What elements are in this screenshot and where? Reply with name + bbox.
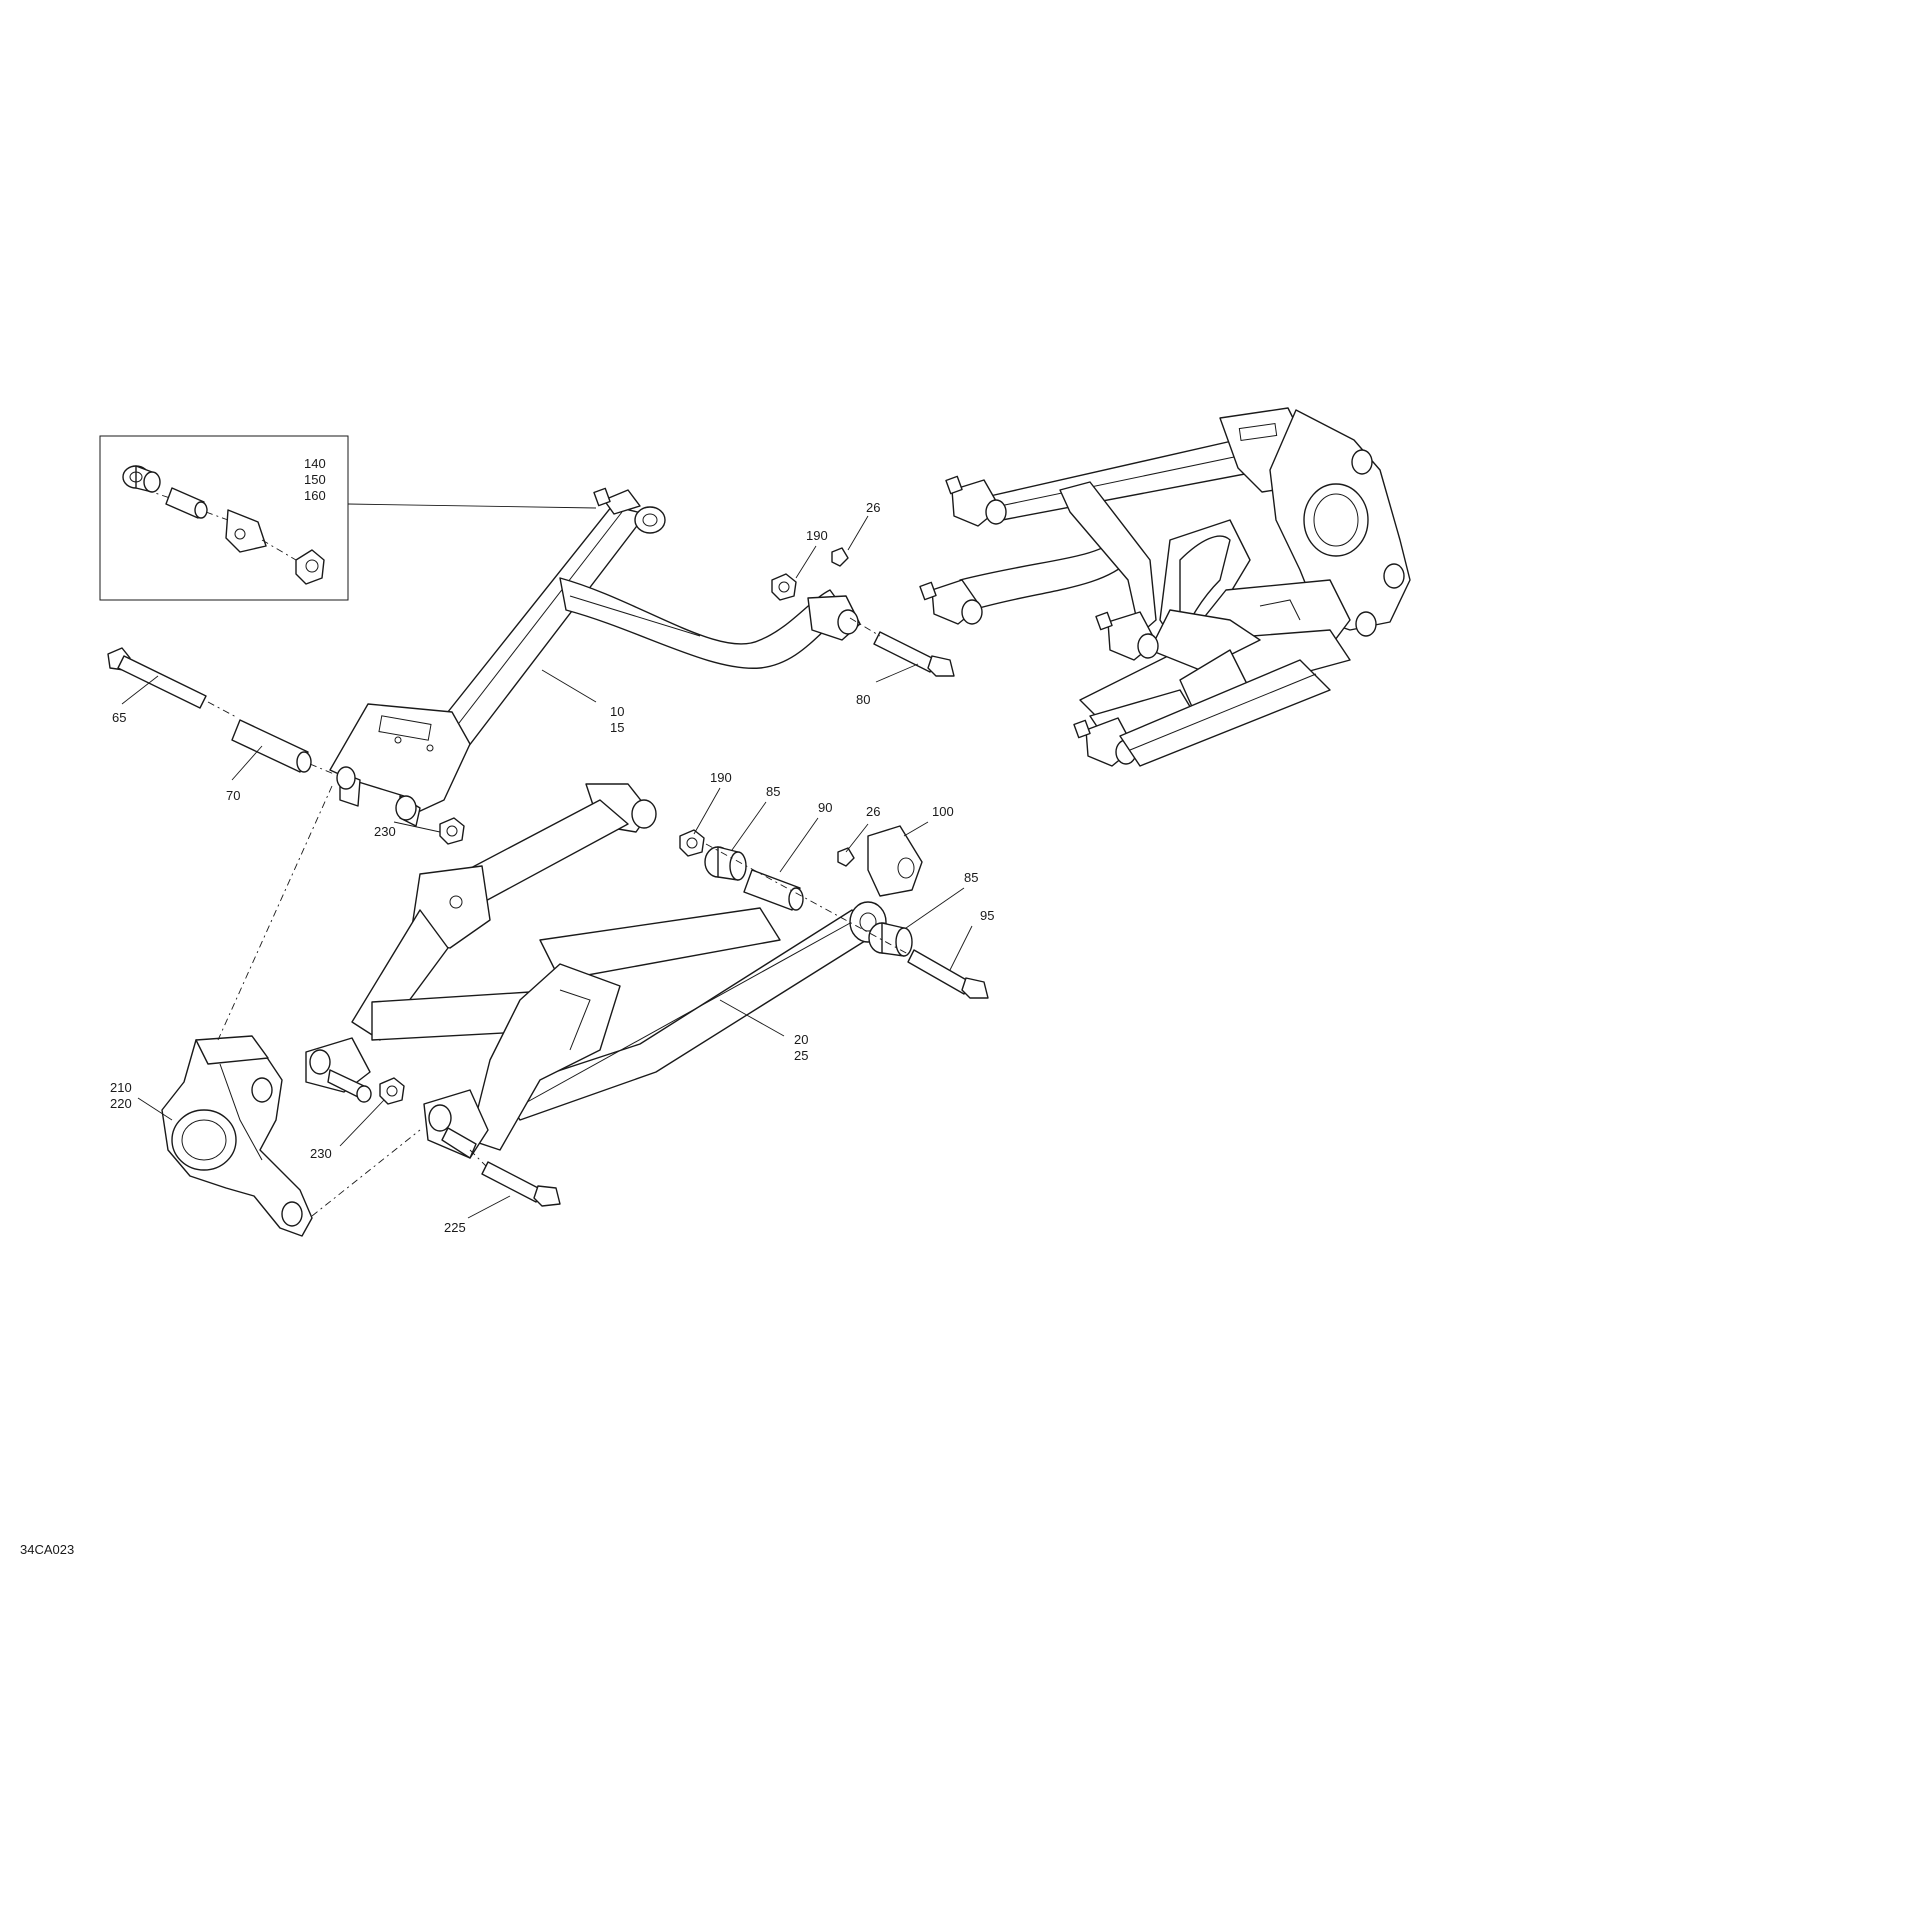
callout-70: 70	[226, 788, 240, 803]
inset-washer-plate	[225, 509, 267, 553]
callout-15: 15	[610, 720, 624, 735]
bolt-225	[481, 1161, 561, 1207]
sleeve-90	[743, 869, 804, 911]
assembled-lower-front-bushing	[1073, 717, 1137, 767]
assembled-upper-rear-bushing	[919, 579, 983, 625]
lower-arm-rear-bushing-left	[305, 1037, 372, 1103]
bushing-85-upper	[704, 846, 747, 881]
callout-26-lower: 26	[866, 804, 880, 819]
drawing-code: 34CA023	[20, 1542, 74, 1557]
grease-fitting-26-lower	[837, 847, 855, 867]
callout-220: 220	[110, 1096, 132, 1111]
axis-line-knuckle-lower	[311, 1129, 421, 1217]
inset-frame	[99, 435, 349, 601]
nut-230-lower	[379, 1077, 405, 1105]
grease-fitting-26-upper	[831, 547, 849, 567]
callout-225: 225	[444, 1220, 466, 1235]
bolt-80	[873, 631, 955, 677]
callout-230-lower: 230	[310, 1146, 332, 1161]
upper-arm-front-bushing	[593, 487, 666, 534]
callout-95: 95	[980, 908, 994, 923]
cap-100	[867, 825, 923, 897]
axis-line-knuckle-upper	[217, 785, 333, 1041]
callout-20: 20	[794, 1032, 808, 1047]
nut-190-upper	[771, 573, 797, 601]
bolt-95	[907, 949, 989, 999]
callout-26-upper: 26	[866, 500, 880, 515]
callout-190-upper: 190	[806, 528, 828, 543]
upper-arm-rear-bracket	[329, 703, 471, 827]
callout-25: 25	[794, 1048, 808, 1063]
inset-flanged-bushing	[122, 465, 161, 493]
assembled-lower-rear-bushing	[1095, 611, 1159, 661]
callout-80: 80	[856, 692, 870, 707]
callout-160: 160	[304, 488, 326, 503]
axis-line-80	[849, 617, 881, 637]
upper-control-arm	[329, 487, 861, 827]
axis-line-225	[469, 1149, 487, 1167]
sleeve-70	[231, 719, 312, 773]
inset-nut	[295, 549, 325, 585]
assembled-suspension-view	[919, 407, 1411, 767]
callout-210: 210	[110, 1080, 132, 1095]
callout-140: 140	[304, 456, 326, 471]
bolt-65	[107, 647, 207, 709]
axis-line-65	[207, 701, 239, 719]
bushing-kit-inset	[99, 435, 349, 601]
nut-230-upper	[439, 817, 465, 845]
callout-65: 65	[112, 710, 126, 725]
axis-line-70	[309, 763, 335, 775]
callout-230-upper: 230	[374, 824, 396, 839]
nut-190-lower	[679, 829, 705, 857]
callout-190-lower: 190	[710, 770, 732, 785]
callout-labels: 140 150 160 190 26 10 15 80 65 70 230 19…	[110, 456, 994, 1235]
assembled-upper-front-bushing	[945, 475, 1007, 527]
callout-leaders	[121, 515, 973, 1219]
bushing-85-lower	[868, 922, 913, 957]
callout-10: 10	[610, 704, 624, 719]
upper-arm-ball-joint	[807, 595, 861, 641]
inset-sleeve	[165, 487, 208, 519]
callout-90: 90	[818, 800, 832, 815]
inset-pointer-line	[347, 503, 597, 509]
callout-85-upper: 85	[766, 784, 780, 799]
axis-line-lower-front	[705, 843, 909, 955]
knuckle	[161, 1035, 313, 1237]
callout-150: 150	[304, 472, 326, 487]
callout-100: 100	[932, 804, 954, 819]
lower-arm-rear-bushing-right	[423, 1089, 489, 1159]
callout-85-lower: 85	[964, 870, 978, 885]
